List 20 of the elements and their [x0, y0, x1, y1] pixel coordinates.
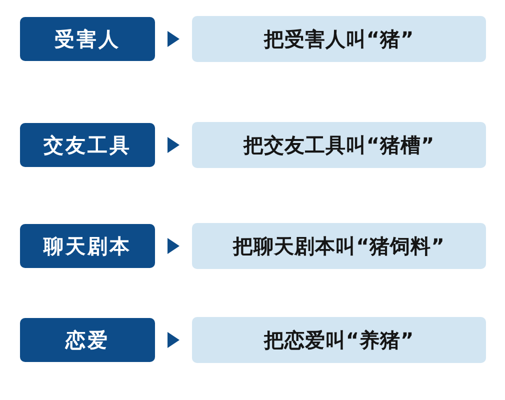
description-text: 把交友工具叫“猪槽” — [243, 133, 435, 157]
category-label: 受害人 — [54, 27, 120, 51]
arrow — [168, 31, 180, 47]
description-text: 把恋爱叫“养猪” — [264, 328, 414, 352]
category-label: 聊天剧本 — [44, 234, 132, 258]
description-text: 把聊天剧本叫“猪饲料” — [233, 234, 445, 258]
description-box — [192, 16, 486, 62]
description-text: 把受害人叫“猪” — [264, 27, 414, 51]
category-box — [20, 17, 155, 61]
arrow — [168, 332, 180, 348]
category-box — [20, 123, 155, 167]
category-label: 恋爱 — [66, 328, 110, 352]
category-label: 交友工具 — [44, 133, 132, 157]
category-box — [20, 224, 155, 268]
arrow — [168, 238, 180, 254]
description-box — [192, 223, 486, 269]
arrow — [168, 137, 180, 153]
category-box — [20, 318, 155, 362]
description-box — [192, 317, 486, 363]
description-box — [192, 122, 486, 168]
